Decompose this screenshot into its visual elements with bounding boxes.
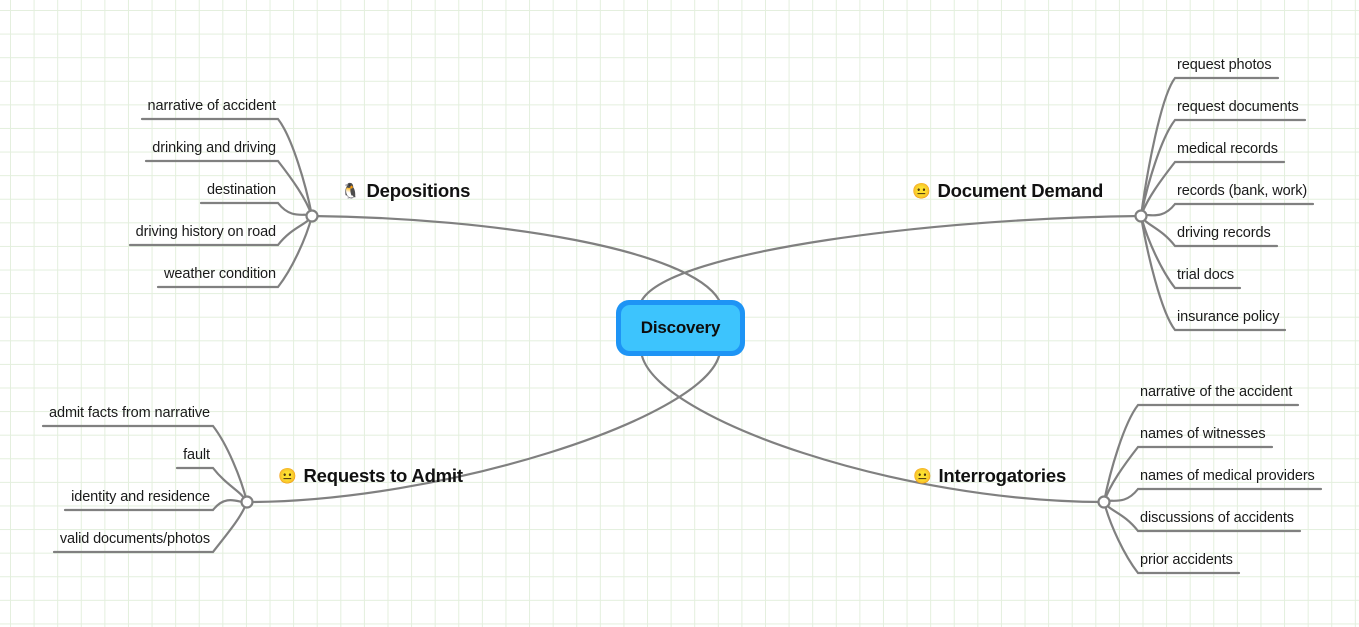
center-node-body: Discovery bbox=[621, 305, 740, 351]
branch-title-interrogatories: Interrogatories bbox=[938, 465, 1067, 486]
leaf-label: fault bbox=[183, 447, 210, 463]
leaf-label: insurance policy bbox=[1177, 309, 1280, 325]
connector-path bbox=[1102, 487, 1323, 504]
neutral-face-icon: 😐 bbox=[278, 467, 297, 485]
penguin-icon: 🐧 bbox=[341, 182, 360, 200]
leaf-request-documents[interactable]: request documents bbox=[1177, 99, 1299, 115]
branch-junction[interactable] bbox=[305, 209, 319, 223]
leaf-label: records (bank, work) bbox=[1177, 183, 1308, 199]
leaf-label: valid documents/photos bbox=[59, 531, 210, 547]
leaf-label: weather condition bbox=[164, 266, 276, 282]
leaf-valid-documents-photos[interactable]: valid documents/photos bbox=[0, 531, 210, 547]
branch-label-document-demand[interactable]: 😐 Document Demand bbox=[912, 180, 1103, 202]
leaf-label: driving history on road bbox=[135, 224, 276, 240]
leaf-insurance-policy[interactable]: insurance policy bbox=[1177, 309, 1279, 325]
leaf-records-bank-work[interactable]: records (bank, work) bbox=[1177, 183, 1307, 199]
connector-path bbox=[1139, 118, 1307, 218]
leaf-label: medical records bbox=[1177, 141, 1278, 157]
neutral-face-icon: 😐 bbox=[912, 182, 931, 200]
leaf-drinking-and-driving[interactable]: drinking and driving bbox=[0, 140, 276, 156]
leaf-request-photos[interactable]: request photos bbox=[1177, 57, 1272, 73]
leaf-trial-docs[interactable]: trial docs bbox=[1177, 267, 1234, 283]
connector-path bbox=[640, 214, 1143, 302]
branch-label-depositions[interactable]: 🐧 Depositions bbox=[341, 180, 470, 202]
leaf-label: names of medical providers bbox=[1140, 468, 1315, 484]
branch-title-depositions: Depositions bbox=[366, 180, 471, 201]
center-node-label: Discovery bbox=[640, 318, 721, 337]
leaf-discussions-of-accidents[interactable]: discussions of accidents bbox=[1140, 510, 1294, 526]
branch-title-document-demand: Document Demand bbox=[937, 180, 1104, 201]
leaf-names-of-medical-providers[interactable]: names of medical providers bbox=[1140, 468, 1315, 484]
leaf-narrative-of-the-accident[interactable]: narrative of the accident bbox=[1140, 384, 1292, 400]
connector-path bbox=[310, 214, 721, 302]
leaf-label: driving records bbox=[1177, 225, 1271, 241]
leaf-narrative-of-accident[interactable]: narrative of accident bbox=[0, 98, 277, 114]
leaf-label: prior accidents bbox=[1140, 552, 1233, 568]
branch-title-requests-to-admit: Requests to Admit bbox=[303, 465, 463, 486]
leaf-fault[interactable]: fault bbox=[0, 447, 210, 463]
leaf-destination[interactable]: destination bbox=[0, 182, 276, 198]
leaf-label: request photos bbox=[1177, 57, 1272, 73]
leaf-prior-accidents[interactable]: prior accidents bbox=[1140, 552, 1233, 568]
branch-label-interrogatories[interactable]: 😐 Interrogatories bbox=[913, 465, 1066, 487]
leaf-weather-condition[interactable]: weather condition bbox=[0, 266, 276, 282]
leaf-label: narrative of the accident bbox=[1140, 384, 1293, 400]
branch-label-requests-to-admit[interactable]: 😐 Requests to Admit bbox=[278, 465, 463, 487]
leaf-driving-history-on-road[interactable]: driving history on road bbox=[0, 224, 276, 240]
center-node-discovery[interactable]: Discovery bbox=[616, 300, 745, 356]
leaf-names-of-witnesses[interactable]: names of witnesses bbox=[1140, 426, 1266, 442]
leaf-label: drinking and driving bbox=[152, 140, 276, 156]
leaf-label: destination bbox=[206, 182, 276, 198]
leaf-label: identity and residence bbox=[71, 489, 210, 505]
neutral-face-icon: 😐 bbox=[913, 467, 932, 485]
connector-path bbox=[140, 117, 314, 218]
leaf-identity-and-residence[interactable]: identity and residence bbox=[0, 489, 210, 505]
leaf-label: discussions of accidents bbox=[1140, 510, 1294, 526]
branch-junction[interactable] bbox=[1134, 209, 1148, 223]
leaf-admit-facts-from-narrative[interactable]: admit facts from narrative bbox=[0, 405, 210, 421]
leaf-label: admit facts from narrative bbox=[49, 405, 210, 421]
leaf-driving-records[interactable]: driving records bbox=[1177, 225, 1271, 241]
connector-path bbox=[199, 201, 314, 218]
leaf-medical-records[interactable]: medical records bbox=[1177, 141, 1278, 157]
connector-path bbox=[1139, 202, 1315, 218]
leaf-label: narrative of accident bbox=[147, 98, 277, 114]
connector-path bbox=[1102, 403, 1300, 504]
leaf-label: names of witnesses bbox=[1140, 426, 1266, 442]
branch-junction[interactable] bbox=[240, 495, 254, 509]
branch-junction[interactable] bbox=[1097, 495, 1111, 509]
leaf-label: trial docs bbox=[1177, 267, 1235, 283]
leaf-label: request documents bbox=[1177, 99, 1299, 115]
